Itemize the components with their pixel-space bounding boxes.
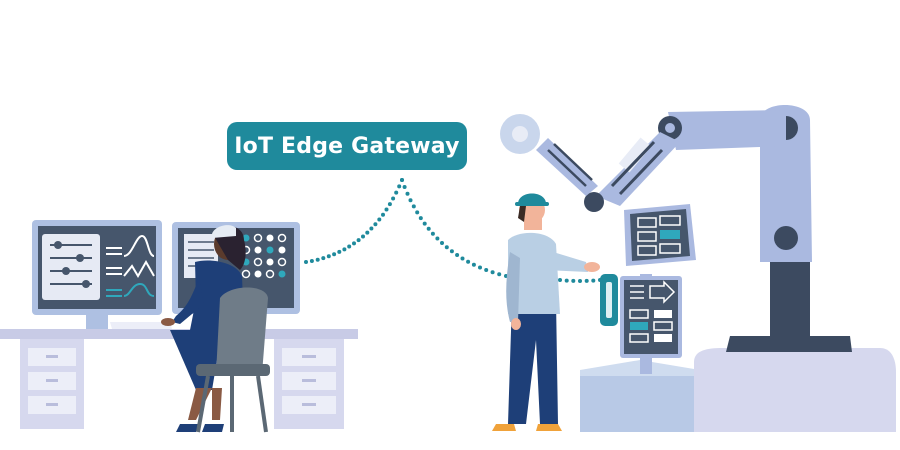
screen-dot	[254, 270, 262, 278]
screen-dot	[266, 234, 274, 242]
screen-dot	[253, 233, 263, 243]
connection-dot	[455, 253, 460, 257]
connection-dot	[484, 268, 489, 272]
chair	[196, 287, 270, 433]
screen-dot	[254, 246, 262, 254]
connection-dot	[440, 241, 444, 245]
connection-dot	[384, 207, 389, 212]
connection-dot	[422, 221, 427, 226]
connection-dot	[415, 210, 420, 215]
connection-dot	[435, 236, 440, 241]
connection-dot	[478, 265, 482, 270]
screen-dot	[253, 257, 263, 267]
connection-dot	[497, 272, 502, 277]
connection-dot	[347, 244, 352, 249]
screen-dot	[242, 234, 250, 242]
connection-dot	[381, 212, 385, 217]
screen-dot	[277, 257, 287, 267]
connection-dot	[466, 259, 471, 264]
connection-dot	[564, 278, 569, 283]
connection-dot	[397, 184, 402, 189]
screen-dot	[266, 246, 274, 254]
connection-dot	[408, 198, 413, 203]
connection-dot	[444, 245, 449, 250]
connection-dot	[361, 234, 365, 239]
connection-dot	[304, 260, 308, 264]
screen-dot	[265, 269, 275, 279]
connection-dot	[391, 196, 396, 201]
connection-dot	[405, 191, 410, 196]
connection-dot	[332, 252, 337, 257]
screen-dot	[241, 269, 251, 279]
monitor-left	[32, 220, 162, 329]
connection-dot	[326, 254, 331, 259]
connection-dot	[584, 278, 589, 283]
connection-dot	[342, 247, 347, 252]
connection-dot	[591, 278, 596, 283]
connection-dot	[578, 279, 582, 283]
connection-dot	[373, 222, 378, 227]
connection-dot	[394, 190, 399, 195]
screen-dot	[278, 246, 286, 254]
screen-dot	[266, 258, 274, 266]
connection-dot	[356, 238, 361, 243]
screen-dot	[278, 270, 286, 278]
connection-dot	[430, 231, 435, 236]
connection-dot	[377, 217, 382, 222]
connection-dot	[365, 230, 370, 235]
connection-dot	[571, 278, 576, 283]
connection-dot	[369, 226, 374, 231]
connection-dot	[321, 256, 326, 261]
connection-dot	[337, 249, 342, 254]
connection-dot	[449, 249, 454, 254]
robot-arm	[500, 105, 896, 432]
connection-dot	[400, 178, 404, 182]
left-workstation	[0, 220, 358, 433]
screen-dot	[277, 233, 287, 243]
connection-dot	[402, 185, 407, 189]
connection-dots	[304, 178, 602, 283]
connection-dot	[411, 204, 416, 209]
engineer-man	[492, 193, 600, 431]
connection-dot	[460, 256, 465, 261]
connection-dot	[426, 226, 431, 231]
gateway-label: IoT Edge Gateway	[227, 122, 467, 170]
connection-dot	[315, 257, 320, 262]
connection-dot	[387, 202, 392, 207]
control-panel	[580, 204, 700, 432]
connection-dot	[558, 278, 562, 282]
connection-dot	[490, 270, 495, 275]
connection-dot	[309, 259, 314, 263]
connection-dot	[418, 216, 423, 221]
connection-dot	[352, 241, 356, 246]
connection-dot	[471, 262, 476, 267]
